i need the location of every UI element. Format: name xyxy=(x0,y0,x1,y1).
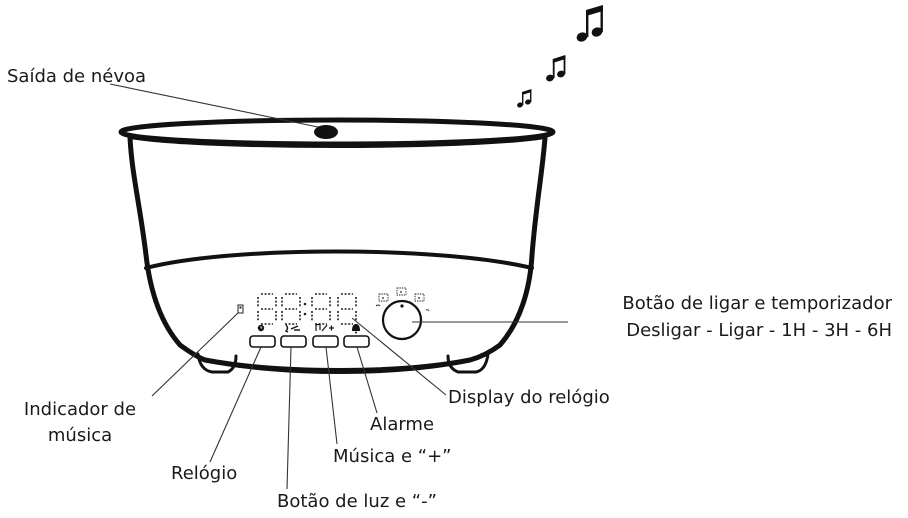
label-clock: Relógio xyxy=(171,463,237,484)
display-digit-4 xyxy=(337,293,357,325)
callout-labels: Saída de névoa Botão de ligar e temporiz… xyxy=(7,66,893,512)
body-outline xyxy=(127,135,548,373)
diffuser-body xyxy=(118,117,556,374)
power-timer-knob[interactable] xyxy=(375,287,430,341)
music-note-medium-icon xyxy=(546,55,566,82)
label-music-indicator-2: música xyxy=(48,425,112,446)
alarm-button[interactable] xyxy=(343,324,370,348)
light-minus-icon xyxy=(284,324,300,333)
leader-music-plus xyxy=(325,346,338,445)
music-note-small-icon xyxy=(517,89,532,108)
music-note-large-icon xyxy=(576,5,603,42)
leader-alarm xyxy=(356,346,378,414)
body-seam xyxy=(144,249,534,270)
alarm-bell-icon xyxy=(352,324,360,334)
control-panel xyxy=(237,287,430,348)
leader-clock xyxy=(209,346,262,463)
leader-light-minus xyxy=(286,346,292,490)
timer-indicators-icon xyxy=(375,287,430,312)
music-plus-icon xyxy=(315,323,334,332)
label-mist-outlet: Saída de névoa xyxy=(7,66,146,87)
music-notes-icon xyxy=(517,5,603,108)
clock-button[interactable] xyxy=(249,324,276,348)
light-minus-button[interactable] xyxy=(280,324,307,348)
body-base xyxy=(203,358,472,374)
display-digit-3 xyxy=(311,293,331,325)
label-music-indicator-1: Indicador de xyxy=(24,399,136,420)
label-alarm: Alarme xyxy=(370,414,434,435)
leader-music-indicator xyxy=(151,312,239,397)
music-indicator-icon xyxy=(237,304,244,314)
music-plus-button[interactable] xyxy=(312,323,339,348)
label-power-timer-1: Botão de ligar e temporizador xyxy=(622,293,892,314)
label-music-plus: Música e “+” xyxy=(333,446,452,467)
label-clock-display: Display do relógio xyxy=(448,387,610,408)
display-digit-1 xyxy=(257,293,277,325)
display-digit-2 xyxy=(281,293,301,325)
leader-clock-display xyxy=(351,317,447,396)
mist-outlet xyxy=(314,125,338,139)
display-colon xyxy=(303,302,307,316)
label-light-minus: Botão de luz e “-” xyxy=(277,491,437,512)
label-power-timer-2: Desligar - Ligar - 1H - 3H - 6H xyxy=(626,320,892,341)
leader-mist-outlet xyxy=(109,83,319,128)
clock-icon xyxy=(257,324,265,332)
leader-lines xyxy=(109,83,568,490)
clock-display xyxy=(257,293,357,325)
lid-rim xyxy=(118,117,556,147)
lid-inner xyxy=(129,137,546,148)
